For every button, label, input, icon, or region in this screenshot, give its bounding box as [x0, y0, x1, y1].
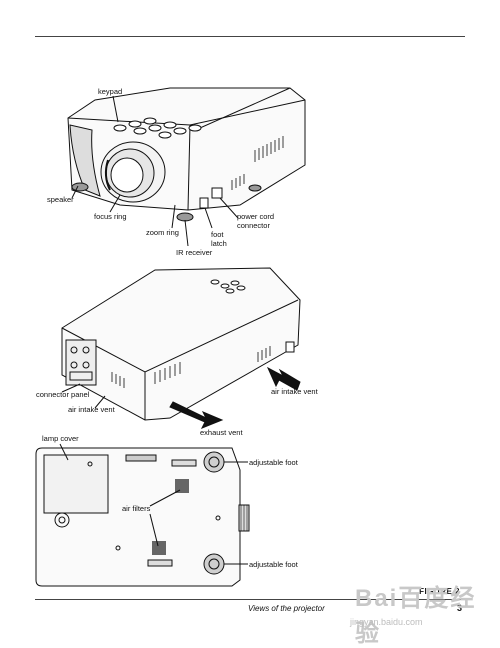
- lens-assembly: [100, 141, 166, 203]
- figure-caption: FIGURE 2: [419, 587, 460, 596]
- label-air-intake-vent-right: air intake vent: [271, 387, 318, 396]
- side-vents: [231, 136, 284, 190]
- figure-subtitle: Views of the projector: [248, 604, 325, 613]
- connector-panel-box: [65, 339, 97, 386]
- projector-rear-view: [61, 267, 301, 421]
- projector-front-view: [67, 87, 306, 247]
- vent-grid: [152, 479, 189, 555]
- keypad-buttons: [113, 117, 202, 139]
- speaker-grille: [69, 124, 101, 197]
- bottom-rule: [35, 599, 465, 600]
- lamp-cover-panel: [43, 454, 109, 514]
- label-keypad: keypad: [98, 87, 123, 96]
- label-exhaust-vent: exhaust vent: [200, 428, 243, 437]
- baidu-watermark-url: jingyan.baidu.com: [350, 617, 423, 627]
- top-rule: [35, 36, 465, 37]
- projector-bottom-view: [35, 443, 250, 587]
- label-adjustable-foot-top: adjustable foot: [249, 458, 298, 467]
- label-ir-receiver: IR receiver: [176, 248, 213, 257]
- label-air-filters: air filters: [122, 504, 151, 513]
- intake-arrow-right: [266, 366, 301, 391]
- label-speaker: speaker: [47, 195, 74, 204]
- label-adjustable-foot-bottom: adjustable foot: [249, 560, 298, 569]
- label-air-intake-vent-left: air intake vent: [68, 405, 115, 414]
- exhaust-arrow: [169, 401, 224, 429]
- rear-keypad: [210, 279, 246, 294]
- label-zoom-ring: zoom ring: [146, 228, 179, 237]
- label-foot-latch: foot latch: [211, 230, 227, 248]
- label-focus-ring: focus ring: [94, 212, 127, 221]
- label-connector-panel: connector panel: [36, 390, 90, 399]
- label-lamp-cover: lamp cover: [42, 434, 79, 443]
- baidu-watermark-logo: Bai百度经验: [355, 585, 477, 647]
- label-power-cord-connector: power cord connector: [237, 212, 275, 230]
- page-number: 3: [456, 603, 462, 613]
